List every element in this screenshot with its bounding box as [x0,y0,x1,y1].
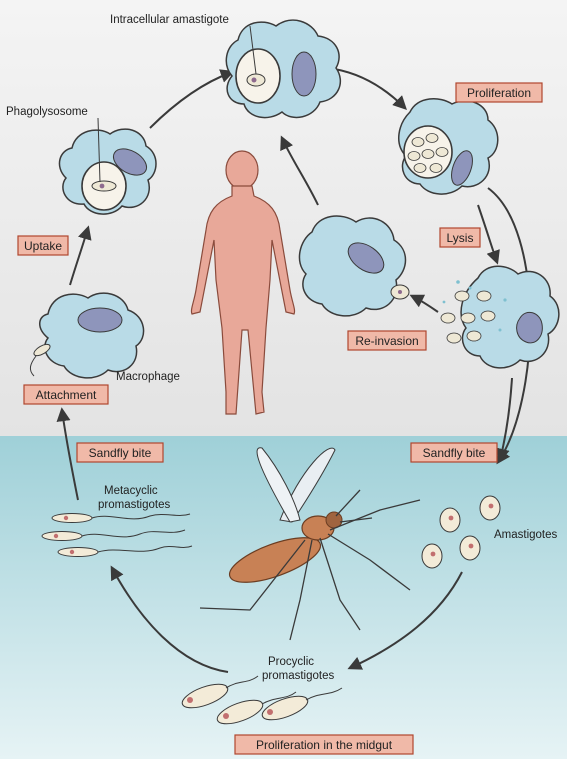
box-proliferation: Proliferation [456,83,542,102]
label-procyclic-1: Procyclic [268,656,314,668]
label-procyclic-2: promastigotes [262,670,334,682]
box-proliferation-in-midgut: Proliferation in the midgut [235,735,413,754]
box-attachment: Attachment [24,385,108,404]
svg-text:Sandfly bite: Sandfly bite [423,446,486,460]
label-intracellular-amastigote: Intracellular amastigote [110,14,229,26]
box-sandfly-bite-right: Sandfly bite [411,443,497,462]
label-phagolysosome: Phagolysosome [6,106,88,118]
label-metacyclic-1: Metacyclic [104,485,158,497]
proliferation-cell [399,99,498,194]
label-metacyclic-2: promastigotes [98,499,170,511]
svg-text:Proliferation: Proliferation [467,86,531,100]
box-lysis: Lysis [440,228,480,247]
label-macrophage: Macrophage [116,371,180,383]
svg-text:Sandfly bite: Sandfly bite [89,446,152,460]
svg-text:Lysis: Lysis [447,231,474,245]
box-sandfly-bite-left: Sandfly bite [77,443,163,462]
nucleus [78,308,122,332]
box-reinvasion: Re-invasion [348,331,426,350]
label-amastigotes: Amastigotes [494,529,558,541]
svg-text:Attachment: Attachment [36,388,97,402]
box-uptake: Uptake [18,236,68,255]
svg-text:Re-invasion: Re-invasion [355,334,418,348]
svg-text:Uptake: Uptake [24,239,62,253]
svg-text:Proliferation in the midgut: Proliferation in the midgut [256,738,393,752]
nucleus [292,52,316,96]
